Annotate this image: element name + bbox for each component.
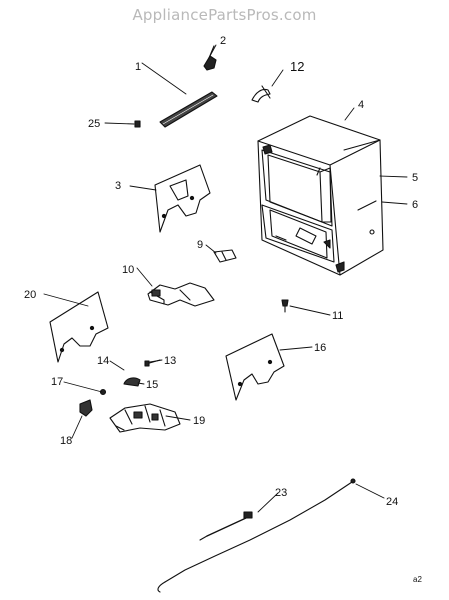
callout-17: 17 <box>51 376 63 388</box>
part-2-clip[interactable] <box>203 45 217 71</box>
part-12-hook[interactable] <box>251 85 271 103</box>
part-25-screw[interactable] <box>134 120 141 128</box>
callout-25: 25 <box>88 118 100 130</box>
callout-14: 14 <box>97 355 109 367</box>
callout-10: 10 <box>122 264 134 276</box>
part-10-switch-assembly[interactable] <box>147 282 215 307</box>
callout-6: 6 <box>412 199 418 211</box>
callout-11: 11 <box>332 310 343 322</box>
callout-19: 19 <box>193 415 205 427</box>
callout-4: 4 <box>358 99 364 111</box>
callout-23: 23 <box>275 487 287 499</box>
part-19-latch-assembly[interactable] <box>109 403 181 433</box>
callout-13: 13 <box>164 355 176 367</box>
callout-3: 3 <box>115 180 121 192</box>
part-4-tub-cabinet[interactable] <box>257 115 384 276</box>
callout-24: 24 <box>386 496 398 508</box>
part-9-bracket[interactable] <box>213 249 237 263</box>
part-15-lever[interactable] <box>123 377 141 387</box>
callout-18: 18 <box>60 435 72 447</box>
callout-9: 9 <box>197 239 203 251</box>
callout-2: 2 <box>220 35 226 47</box>
callout-1: 1 <box>135 61 141 73</box>
callout-20: 20 <box>24 289 36 301</box>
callout-16: 16 <box>314 342 326 354</box>
part-20-insulation-panel[interactable] <box>49 291 109 363</box>
leader-lines <box>43 44 408 513</box>
part-3-side-panel[interactable] <box>154 164 211 233</box>
callout-12: 12 <box>290 59 304 74</box>
callout-labels: 1 2 3 4 5 6 9 10 11 12 13 14 15 16 17 18… <box>24 35 422 584</box>
drawing-code: a2 <box>413 575 422 584</box>
callout-5: 5 <box>412 172 418 184</box>
callout-15: 15 <box>146 379 158 391</box>
site-watermark: AppliancePartsPros.com <box>132 6 317 24</box>
part-18-clip[interactable] <box>79 399 93 417</box>
part-11-screw[interactable] <box>281 299 289 313</box>
part-1-rail[interactable] <box>159 91 218 128</box>
part-16-insulation-panel[interactable] <box>225 333 285 401</box>
part-23-24-wire-harness[interactable] <box>157 478 356 593</box>
